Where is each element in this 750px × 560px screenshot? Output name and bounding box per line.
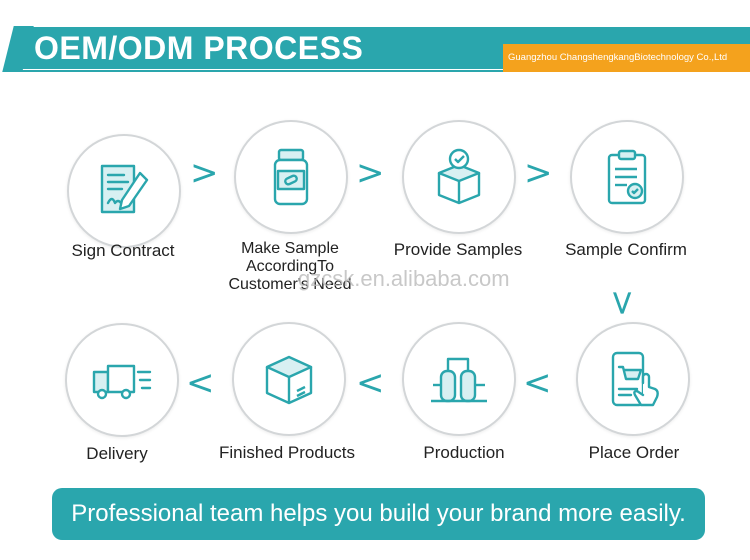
company-strip [503,44,750,72]
step-label: Delivery [86,444,148,463]
step-circle [402,120,516,234]
truck-icon [92,364,152,400]
arrow-left-2: < [356,363,385,403]
step-circle [402,322,516,436]
header-underline [10,70,503,72]
box-check-icon [437,148,481,205]
clipboard-check-icon [607,149,647,205]
phone-cart-icon [611,351,659,407]
company-name: Guangzhou ChangshengkangBiotechnology Co… [508,52,728,63]
step-label: Production [423,443,505,462]
step-label: Place Order [588,443,680,462]
step-circle [65,323,179,437]
arrow-down: > [602,288,643,318]
arrow-left-1: < [186,363,215,403]
step-label: Sample Confirm [565,240,687,259]
step-label: Provide Samples [393,240,523,259]
watermark: gzcsk.en.alibaba.com [298,266,510,291]
step-circle [570,120,684,234]
step-circle [232,322,346,436]
step-circle [67,134,181,248]
arrow-right-3: > [524,153,553,193]
arrow-left-3: < [523,363,552,403]
step-label: Sign Contract [71,241,175,260]
factory-tanks-icon [431,357,487,403]
step-label: Make Sample AccordingTo Customer's Need [228,240,352,293]
step-circle [576,322,690,436]
arrow-right-2: > [356,153,385,193]
step-circle [234,120,348,234]
page-title: OEM/ODM PROCESS [34,30,364,66]
arrow-right-1: > [190,153,219,193]
step-label: Finished Products [218,443,356,462]
bottle-icon [273,148,309,206]
package-icon [265,355,313,405]
contract-pen-icon [100,164,149,214]
slogan-banner: Professional team helps you build your b… [52,488,705,540]
